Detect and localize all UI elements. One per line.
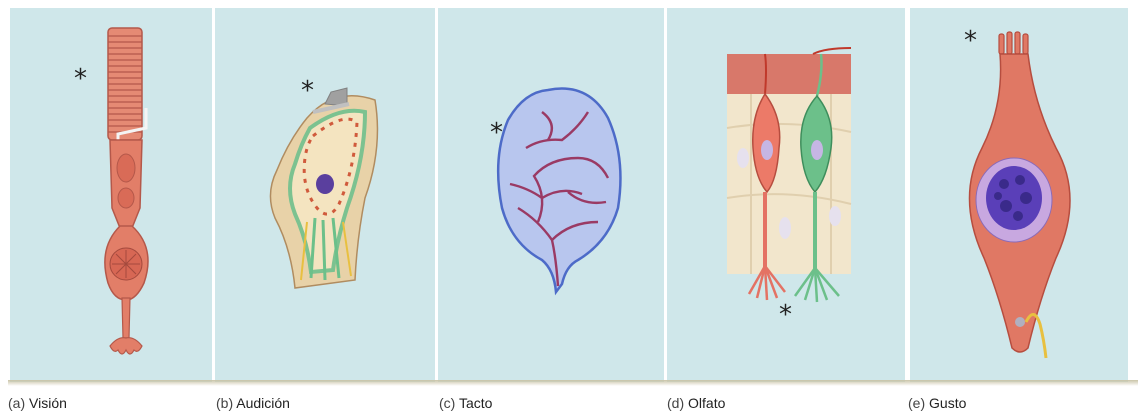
receptor-marker-olfaction: * — [779, 302, 792, 328]
touch-receptor-illustration — [438, 8, 664, 382]
caption-prefix: (a) — [8, 395, 25, 411]
panel-audition: * — [215, 8, 435, 382]
caption-prefix: (c) — [439, 395, 455, 411]
receptor-marker-touch: * — [490, 120, 503, 146]
taste-cell-illustration — [910, 8, 1128, 382]
hair-cell-illustration — [215, 8, 435, 382]
rod-cell-illustration — [10, 8, 212, 382]
caption-prefix: (b) — [216, 395, 233, 411]
caption-label: Olfato — [688, 395, 725, 411]
caption-audition: (b) Audición — [216, 395, 290, 411]
caption-prefix: (e) — [908, 395, 925, 411]
panel-vision: * — [10, 8, 212, 382]
panel-taste: * — [910, 8, 1128, 382]
caption-olfaction: (d) Olfato — [667, 395, 725, 411]
caption-prefix: (d) — [667, 395, 684, 411]
caption-label: Tacto — [459, 395, 492, 411]
caption-label: Visión — [29, 395, 67, 411]
receptor-marker-vision: * — [74, 66, 87, 92]
caption-touch: (c) Tacto — [439, 395, 492, 411]
receptor-marker-taste: * — [964, 28, 977, 54]
caption-label: Gusto — [929, 395, 966, 411]
caption-taste: (e) Gusto — [908, 395, 966, 411]
panel-olfaction: * — [667, 8, 905, 382]
caption-label: Audición — [236, 395, 290, 411]
receptor-marker-audition: * — [301, 78, 314, 104]
caption-vision: (a) Visión — [8, 395, 67, 411]
panel-touch: * — [438, 8, 664, 382]
figure-shadow — [8, 380, 1138, 386]
